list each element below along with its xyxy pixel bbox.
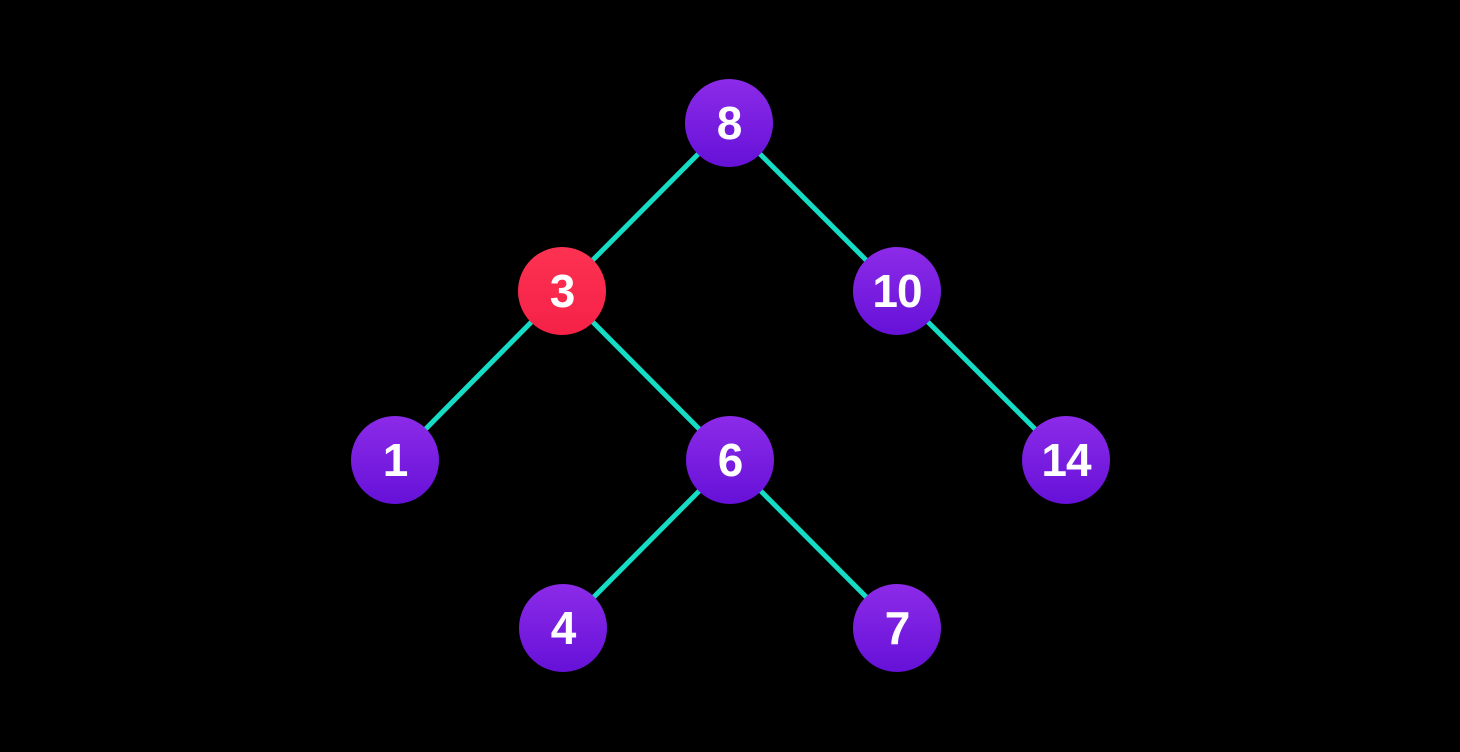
tree-node-7: 7	[853, 584, 941, 672]
tree-node-10: 10	[853, 247, 941, 335]
tree-node-label: 6	[717, 434, 744, 486]
tree-node-label: 4	[550, 602, 577, 654]
tree-node-label: 7	[884, 602, 911, 654]
tree-node-14: 14	[1022, 416, 1110, 504]
tree-node-6: 6	[686, 416, 774, 504]
tree-node-label: 1	[382, 434, 409, 486]
tree-node-8: 8	[685, 79, 773, 167]
tree-node-1: 1	[351, 416, 439, 504]
tree-node-4: 4	[519, 584, 607, 672]
tree-node-label: 8	[716, 97, 743, 149]
tree-node-3: 3	[518, 247, 606, 335]
tree-node-label: 14	[1041, 434, 1091, 486]
tree-node-label: 3	[549, 265, 576, 317]
tree-node-label: 10	[872, 265, 922, 317]
